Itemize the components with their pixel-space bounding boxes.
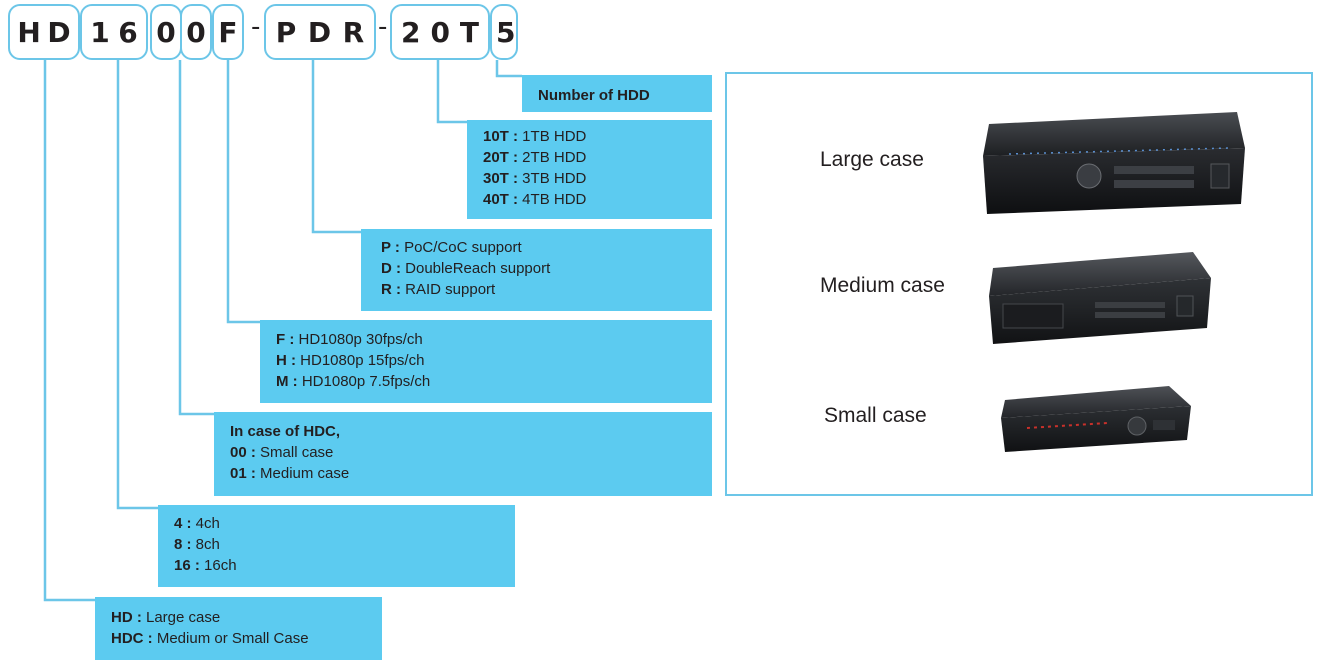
box-row: M : HD1080p 7.5fps/ch [276,373,431,390]
code-segment-hdd-size: 2 0 T [390,4,490,60]
code-segment-hdd-count: 5 [490,4,518,60]
code-segment-features: P D R [264,4,376,60]
box-row: HD : Large case [111,609,221,626]
medium-case-image [989,252,1211,344]
case-label-medium: Medium case [820,274,945,297]
code-segment-frame-rate: F [212,4,244,60]
code-segment-case-2: 0 [180,4,212,60]
box-hdc-case: In case of HDC, 00 : Small case 01 : Med… [214,412,712,496]
box-row: HDC : Medium or Small Case [111,630,309,647]
box-row: 00 : Small case [230,444,334,461]
case-label-small: Small case [824,404,927,427]
connector-0a [178,60,215,416]
case-panel: Large case Medium case [725,72,1313,496]
code-separator: - [251,12,261,42]
box-channels: 4 : 4ch 8 : 8ch 16 : 16ch [158,505,515,587]
box-row: 01 : Medium case [230,465,350,482]
box-row: 8 : 8ch [174,536,220,553]
case-label-large: Large case [820,148,924,171]
box-row: F : HD1080p 30fps/ch [276,331,423,348]
code-char: 0 [430,15,450,49]
code-char: 2 [400,15,421,49]
connector-20t [495,60,522,78]
box-row: P : PoC/CoC support [381,239,522,256]
box-hdd-size: 10T : 1TB HDD 20T : 2TB HDD 30T : 3TB HD… [467,120,712,219]
code-separator: - [378,12,388,42]
code-char: D [307,15,332,49]
code-char: T [459,15,479,49]
code-char: P [275,15,297,49]
connector-f [311,60,362,234]
box-row: In case of HDC, [230,423,341,440]
connector-pdr [436,60,468,124]
code-char: 0 [186,15,206,49]
code-char: 6 [118,15,138,49]
code-char: D [47,15,71,49]
box-row: 4 : 4ch [174,515,220,532]
code-segment-channels: 1 6 [80,4,148,60]
code-segment-series: H D [8,4,80,60]
box-row: 10T : 1TB HDD [483,128,587,145]
box-row: H : HD1080p 15fps/ch [276,352,425,369]
large-case-image [983,112,1245,214]
code-char: 5 [496,15,516,49]
code-segment-case-1: 0 [150,4,182,60]
code-char: F [218,15,238,49]
box-title: Number of HDD [538,87,650,104]
box-hdd-count: Number of HDD [522,75,712,112]
small-case-image [1001,386,1191,452]
code-char: R [342,15,365,49]
box-row: 16 : 16ch [174,557,237,574]
box-row: 40T : 4TB HDD [483,191,587,208]
box-row: 30T : 3TB HDD [483,170,587,187]
box-row: R : RAID support [381,281,496,298]
connector-0b [226,60,260,324]
box-features: P : PoC/CoC support D : DoubleReach supp… [361,229,712,311]
connector-hd [43,60,95,602]
box-series: HD : Large case HDC : Medium or Small Ca… [95,597,382,660]
code-char: 0 [156,15,176,49]
connector-16 [116,60,158,510]
code-char: 1 [90,15,110,49]
box-frame-rate: F : HD1080p 30fps/ch H : HD1080p 15fps/c… [260,320,712,403]
box-row: 20T : 2TB HDD [483,149,587,166]
box-row: D : DoubleReach support [381,260,551,277]
code-char: H [17,15,41,49]
